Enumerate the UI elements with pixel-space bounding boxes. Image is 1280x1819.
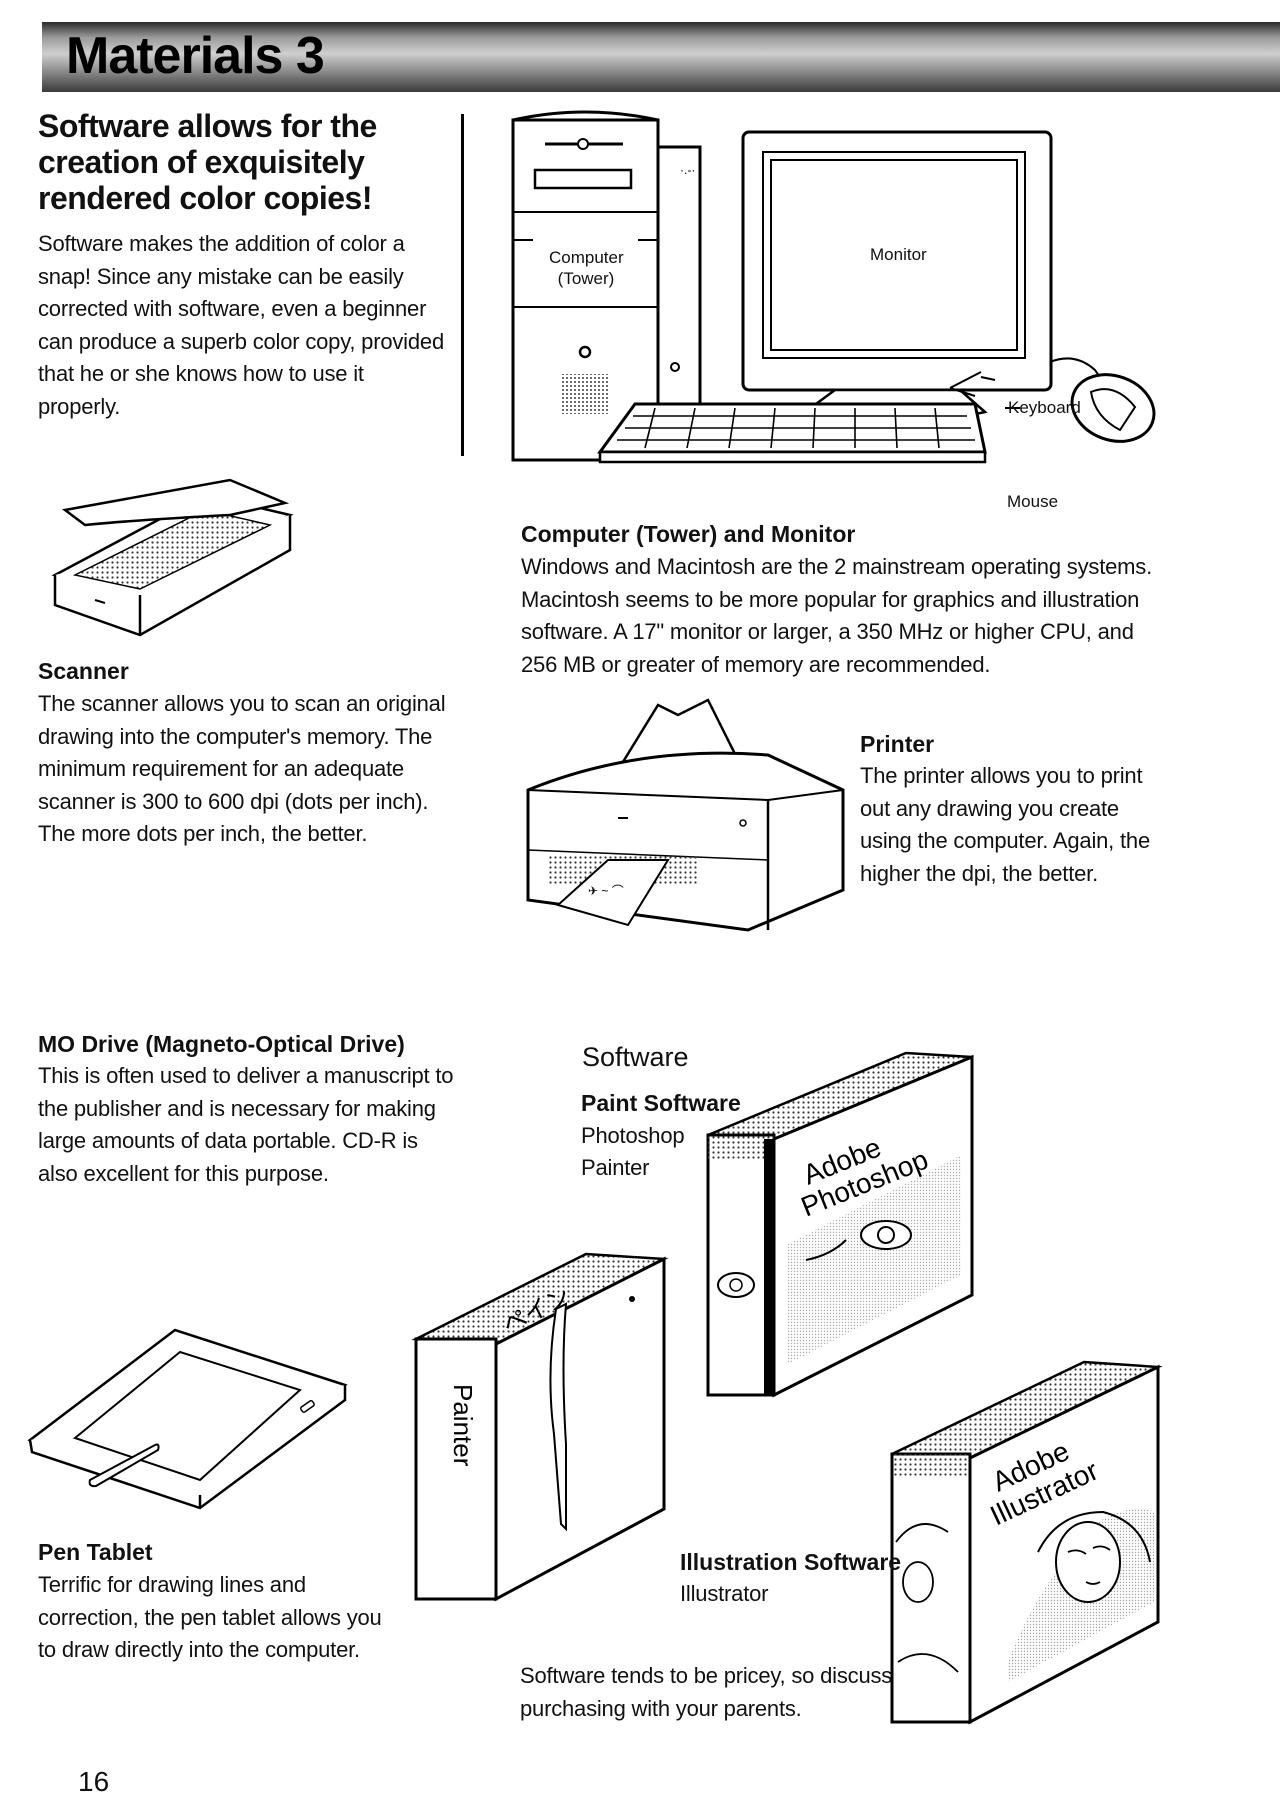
illustration-item-illustrator: Illustrator: [680, 1581, 769, 1606]
scanner-illustration: [51, 478, 294, 637]
computer-title: Computer (Tower) and Monitor: [521, 521, 856, 547]
painter-box-text: Painter: [448, 1384, 478, 1467]
pen-tablet-illustration: [27, 1328, 348, 1510]
keyboard-label: Keyboard: [1008, 398, 1081, 417]
paint-software-title: Paint Software: [581, 1090, 741, 1116]
header-bar: [42, 22, 1280, 92]
mo-drive-title: MO Drive (Magneto-Optical Drive): [38, 1031, 405, 1057]
svg-text:✈ ~ ⌒: ✈ ~ ⌒: [588, 884, 624, 898]
svg-text:·.-·: ·.-·: [680, 163, 695, 177]
illustration-software-title: Illustration Software: [680, 1549, 902, 1575]
mo-drive-body: This is often used to deliver a manuscri…: [38, 1063, 454, 1186]
computer-illustration: ·.-·: [511, 110, 1156, 464]
printer-body: The printer allows you to print out any …: [860, 763, 1150, 886]
printer-title: Printer: [860, 731, 935, 757]
scanner-title: Scanner: [38, 658, 129, 684]
paint-item-photoshop: Photoshop: [581, 1123, 685, 1148]
headline: Software allows for the creation of exqu…: [38, 108, 377, 216]
computer-body: Windows and Macintosh are the 2 mainstre…: [521, 554, 1152, 677]
photoshop-box-illustration: Adobe Photoshop: [706, 1051, 974, 1398]
software-note: Software tends to be pricey, so discuss …: [520, 1663, 893, 1721]
scanner-body: The scanner allows you to scan an origin…: [38, 691, 446, 846]
page-title: Materials 3: [66, 27, 325, 85]
illustrator-box-illustration: Adobe Illustrator: [890, 1360, 1163, 1725]
intro-body: Software makes the addition of color a s…: [38, 231, 444, 419]
paint-item-painter: Painter: [581, 1155, 650, 1180]
software-title: Software: [582, 1042, 689, 1072]
printer-illustration: ✈ ~ ⌒: [526, 698, 845, 932]
tower-label: Computer (Tower): [549, 247, 624, 289]
painter-box-illustration: ペイン Painter: [411, 1252, 669, 1602]
monitor-label: Monitor: [870, 245, 927, 264]
pen-tablet-body: Terrific for drawing lines and correctio…: [38, 1572, 382, 1662]
mouse-label: Mouse: [1007, 492, 1059, 511]
tower-label-line2: (Tower): [557, 269, 615, 288]
page-number: 16: [78, 1766, 110, 1797]
pen-tablet-title: Pen Tablet: [38, 1539, 153, 1565]
column-divider: [461, 114, 464, 456]
tower-label-line1: Computer: [549, 248, 624, 267]
